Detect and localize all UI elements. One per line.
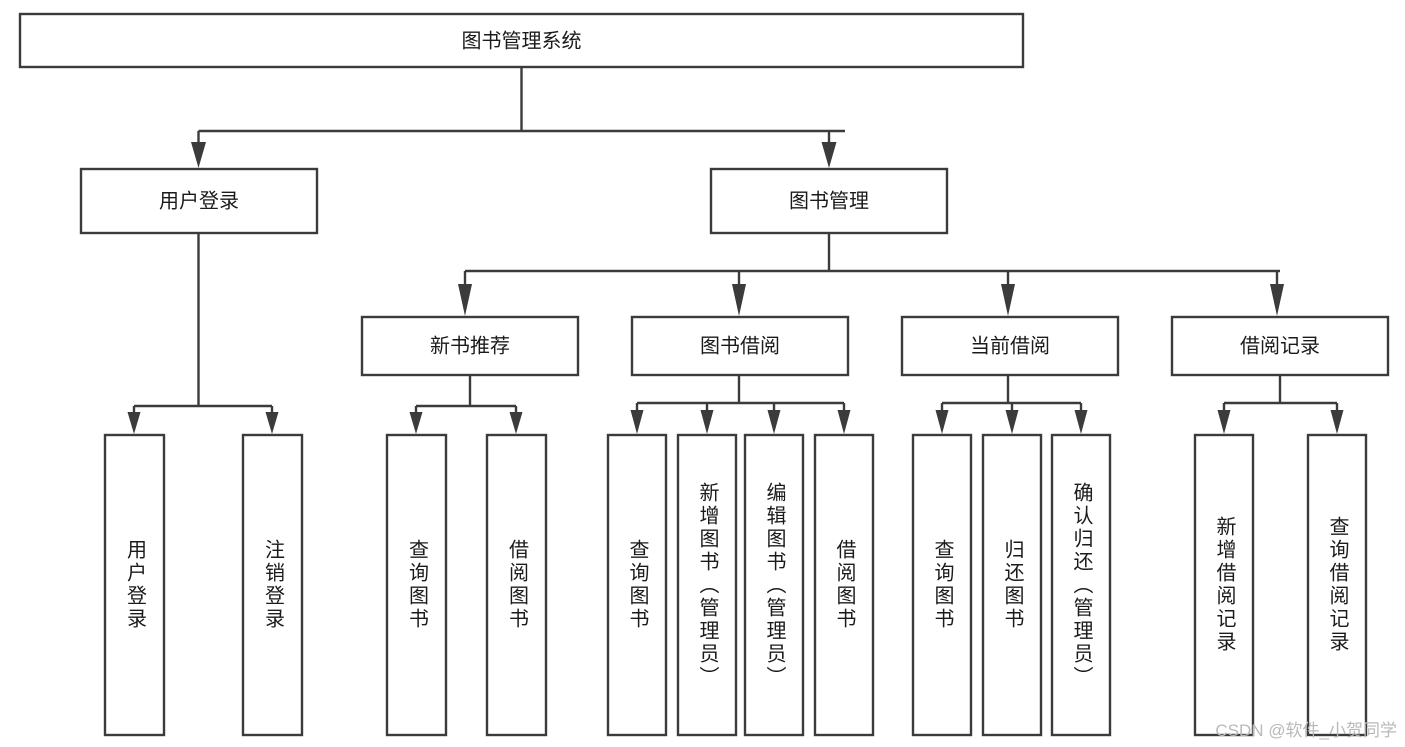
node-book-manage-label: 图书管理 bbox=[789, 189, 869, 212]
arrow-borrow-to-leaf1 bbox=[630, 410, 644, 434]
node-new-book-recommend[interactable]: 新书推荐 bbox=[360, 315, 580, 377]
arrow-root-to-user-login bbox=[191, 142, 206, 168]
node-leaf-query-book-rec-box[interactable] bbox=[385, 433, 448, 737]
node-leaf-logout[interactable] bbox=[241, 433, 304, 737]
node-leaf-query-borrow-record-box[interactable] bbox=[1306, 433, 1368, 737]
arrow-root-to-book-manage bbox=[821, 142, 837, 168]
arrow-bookmanage-to-current bbox=[1001, 284, 1015, 316]
arrow-recommend-to-leaf1 bbox=[409, 412, 423, 434]
node-root-box[interactable] bbox=[18, 12, 1025, 69]
node-leaf-add-borrow-record-box[interactable] bbox=[1193, 433, 1255, 737]
node-leaf-user-login[interactable] bbox=[103, 433, 166, 737]
arrow-record-to-leaf1 bbox=[1217, 410, 1231, 434]
node-leaf-return-book-box[interactable] bbox=[981, 433, 1043, 737]
node-book-manage-box[interactable] bbox=[709, 167, 949, 235]
arrow-borrow-to-leaf2 bbox=[700, 410, 714, 434]
node-layer: 图书管理系统 用户登录 图书管理 新书推荐 图书借阅 当前 bbox=[18, 12, 1390, 737]
arrow-recommend-to-leaf2 bbox=[509, 412, 523, 434]
arrow-record-to-leaf2 bbox=[1330, 410, 1344, 434]
node-leaf-borrow-book-rec-box[interactable] bbox=[485, 433, 548, 737]
node-book-manage[interactable]: 图书管理 bbox=[709, 167, 949, 235]
arrow-userlogin-to-leaf1 bbox=[127, 412, 141, 434]
arrow-bookmanage-to-recommend bbox=[458, 284, 472, 316]
node-current-borrow-box[interactable] bbox=[900, 315, 1120, 377]
node-leaf-borrow-book-box[interactable] bbox=[813, 433, 875, 737]
node-leaf-borrow-book-rec[interactable] bbox=[485, 433, 548, 737]
node-borrow-record-label: 借阅记录 bbox=[1240, 334, 1320, 357]
node-current-borrow[interactable]: 当前借阅 bbox=[900, 315, 1120, 377]
node-current-borrow-label: 当前借阅 bbox=[970, 334, 1050, 357]
node-root[interactable]: 图书管理系统 bbox=[18, 12, 1025, 69]
node-borrow-record[interactable]: 借阅记录 bbox=[1170, 315, 1390, 377]
node-user-login-label: 用户登录 bbox=[159, 189, 239, 212]
node-leaf-user-login-box[interactable] bbox=[103, 433, 166, 737]
node-book-borrow-label: 图书借阅 bbox=[700, 334, 780, 357]
node-leaf-query-book-borrow[interactable] bbox=[606, 433, 668, 737]
connector-layer bbox=[127, 67, 1344, 434]
csdn-watermark: CSDN @软件_小贺同学 bbox=[1215, 721, 1397, 740]
node-leaf-borrow-book[interactable] bbox=[813, 433, 875, 737]
arrow-bookmanage-to-record bbox=[1270, 284, 1284, 316]
node-new-book-recommend-box[interactable] bbox=[360, 315, 580, 377]
arrow-borrow-to-leaf3 bbox=[767, 410, 781, 434]
node-leaf-edit-book-admin[interactable] bbox=[743, 433, 805, 737]
node-leaf-return-book[interactable] bbox=[981, 433, 1043, 737]
node-leaf-query-borrow-record[interactable] bbox=[1306, 433, 1368, 737]
node-leaf-add-book-admin[interactable] bbox=[676, 433, 738, 737]
node-leaf-edit-book-admin-box[interactable] bbox=[743, 433, 805, 737]
node-borrow-record-box[interactable] bbox=[1170, 315, 1390, 377]
arrow-borrow-to-leaf4 bbox=[837, 410, 851, 434]
arrow-current-to-leaf3 bbox=[1074, 410, 1088, 434]
node-user-login-box[interactable] bbox=[79, 167, 319, 235]
arrow-bookmanage-to-borrow bbox=[732, 284, 746, 316]
arrow-current-to-leaf1 bbox=[935, 410, 949, 434]
node-leaf-add-borrow-record[interactable] bbox=[1193, 433, 1255, 737]
node-leaf-query-book-current-box[interactable] bbox=[911, 433, 973, 737]
node-leaf-query-book-current[interactable] bbox=[911, 433, 973, 737]
node-new-book-recommend-label: 新书推荐 bbox=[430, 334, 510, 357]
node-root-label: 图书管理系统 bbox=[462, 29, 582, 52]
node-book-borrow-box[interactable] bbox=[630, 315, 850, 377]
node-book-borrow[interactable]: 图书借阅 bbox=[630, 315, 850, 377]
node-user-login[interactable]: 用户登录 bbox=[79, 167, 319, 235]
node-leaf-confirm-return-admin-box[interactable] bbox=[1050, 433, 1112, 737]
node-leaf-query-book-borrow-box[interactable] bbox=[606, 433, 668, 737]
node-leaf-add-book-admin-box[interactable] bbox=[676, 433, 738, 737]
node-leaf-confirm-return-admin[interactable] bbox=[1050, 433, 1112, 737]
node-leaf-query-book-rec[interactable] bbox=[385, 433, 448, 737]
node-leaf-logout-box[interactable] bbox=[241, 433, 304, 737]
arrow-current-to-leaf2 bbox=[1005, 410, 1019, 434]
arrow-userlogin-to-leaf2 bbox=[265, 412, 279, 434]
